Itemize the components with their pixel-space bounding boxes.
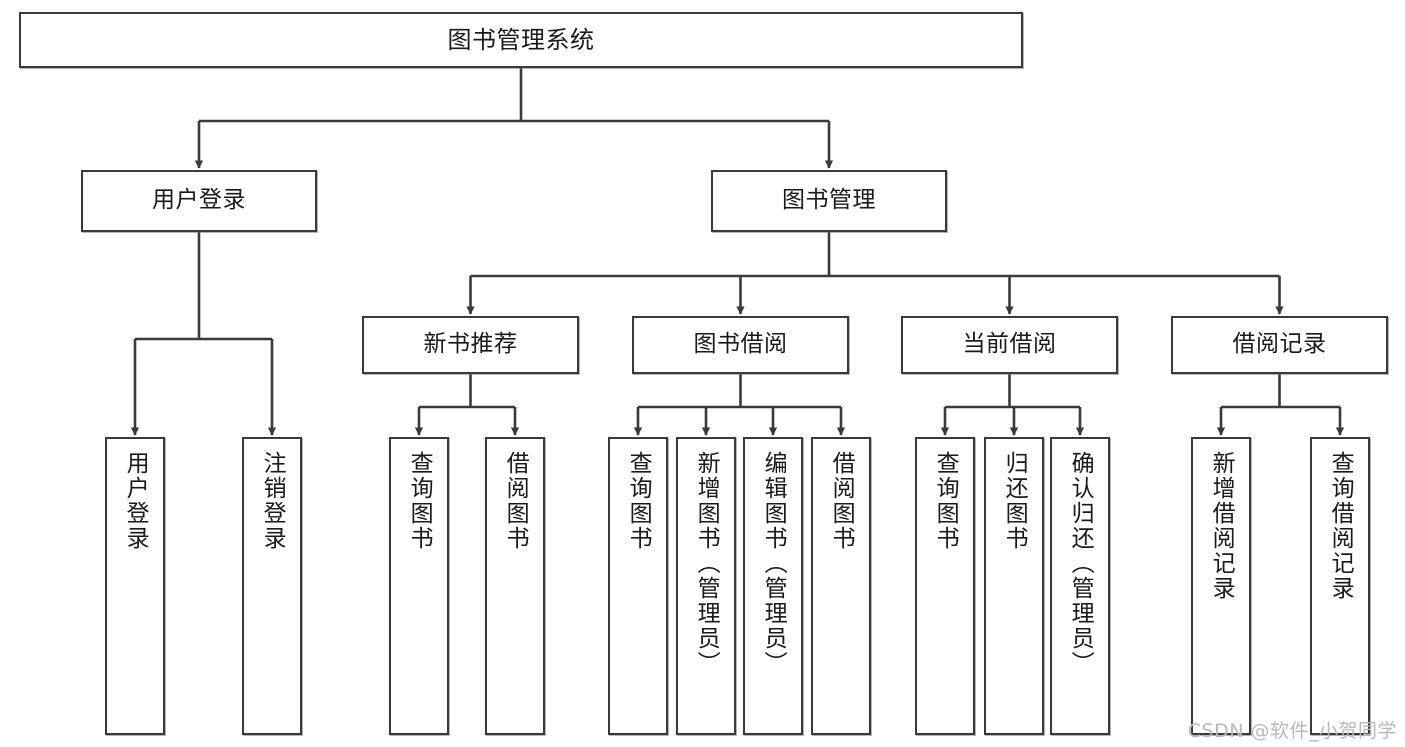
node-label: 归还图书 bbox=[1001, 451, 1028, 551]
node-current-borrow[interactable]: 当前借阅 bbox=[901, 316, 1118, 374]
node-label: 查询借阅记录 bbox=[1327, 451, 1354, 601]
node-user-login[interactable]: 用户登录 bbox=[81, 170, 317, 232]
node-label: 借阅图书 bbox=[828, 451, 855, 551]
node-label: 用户登录 bbox=[152, 187, 246, 214]
node-label: 借阅图书 bbox=[502, 451, 529, 551]
node-book-manage[interactable]: 图书管理 bbox=[711, 170, 947, 232]
node-label: 借阅记录 bbox=[1232, 331, 1327, 358]
node-label: 图书管理 bbox=[782, 187, 876, 214]
node-root-system[interactable]: 图书管理系统 bbox=[19, 12, 1023, 68]
node-leaf-return-book[interactable]: 归还图书 bbox=[984, 437, 1044, 735]
node-label: 图书借阅 bbox=[693, 331, 788, 358]
node-label: 新增借阅记录 bbox=[1208, 451, 1235, 601]
node-leaf-borrow-book-1[interactable]: 借阅图书 bbox=[485, 437, 545, 735]
node-leaf-edit-book[interactable]: 编辑图书（管理员） bbox=[743, 437, 803, 735]
node-new-book-rec[interactable]: 新书推荐 bbox=[362, 316, 579, 374]
node-label: 用户登录 bbox=[122, 451, 149, 551]
node-leaf-add-record[interactable]: 新增借阅记录 bbox=[1191, 437, 1251, 735]
node-label: 新增图书（管理员） bbox=[693, 451, 720, 676]
node-label: 查询图书 bbox=[932, 451, 959, 551]
node-label: 查询图书 bbox=[625, 451, 652, 551]
node-label: 确认归还（管理员） bbox=[1067, 451, 1094, 676]
node-leaf-add-book[interactable]: 新增图书（管理员） bbox=[676, 437, 736, 735]
node-leaf-query-book-3[interactable]: 查询图书 bbox=[915, 437, 975, 735]
node-leaf-query-book-2[interactable]: 查询图书 bbox=[608, 437, 668, 735]
node-label: 当前借阅 bbox=[962, 331, 1057, 358]
node-borrow-record[interactable]: 借阅记录 bbox=[1171, 316, 1388, 374]
node-book-borrow[interactable]: 图书借阅 bbox=[632, 316, 849, 374]
node-label: 注销登录 bbox=[259, 451, 286, 551]
node-leaf-user-login[interactable]: 用户登录 bbox=[105, 437, 165, 735]
node-leaf-borrow-book-2[interactable]: 借阅图书 bbox=[811, 437, 871, 735]
node-leaf-query-book-1[interactable]: 查询图书 bbox=[389, 437, 449, 735]
node-leaf-logout[interactable]: 注销登录 bbox=[242, 437, 302, 735]
node-label: 编辑图书（管理员） bbox=[760, 451, 787, 676]
node-label: 新书推荐 bbox=[423, 331, 518, 358]
watermark-text: CSDN @软件_小贺同学 bbox=[1187, 720, 1397, 742]
node-label: 查询图书 bbox=[406, 451, 433, 551]
node-leaf-query-record[interactable]: 查询借阅记录 bbox=[1310, 437, 1370, 735]
node-label: 图书管理系统 bbox=[447, 25, 595, 54]
node-leaf-confirm-return[interactable]: 确认归还（管理员） bbox=[1050, 437, 1110, 735]
